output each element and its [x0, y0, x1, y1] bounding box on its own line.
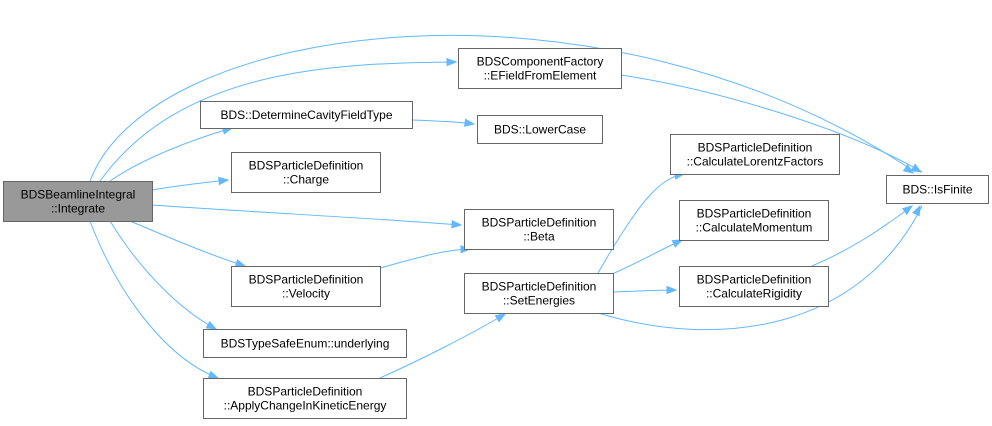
- node-box: [679, 200, 829, 241]
- node-label: BDS::LowerCase: [494, 123, 586, 137]
- node-label: BDS::DetermineCavityFieldType: [220, 108, 392, 122]
- call-edge: [597, 205, 923, 331]
- node-label: BDSParticleDefinition: [248, 385, 363, 399]
- node-box: [231, 152, 381, 193]
- node-label: BDSParticleDefinition: [482, 280, 597, 294]
- arrowhead: [671, 239, 684, 248]
- call-edge: [89, 220, 219, 379]
- node-rigidity[interactable]: BDSParticleDefinition::CalculateRigidity: [679, 266, 829, 307]
- call-edge: [109, 127, 233, 182]
- arrowhead: [207, 370, 220, 379]
- nodes: BDSBeamlineIntegral::Integrate BDSCompone…: [3, 48, 989, 419]
- node-label: ::Integrate: [51, 202, 105, 216]
- arrowhead: [910, 163, 923, 173]
- call-edge: [379, 313, 506, 379]
- node-cavity[interactable]: BDS::DetermineCavityFieldType: [200, 101, 413, 129]
- node-velocity[interactable]: BDSParticleDefinition::Velocity: [231, 266, 381, 307]
- arrowhead: [234, 259, 247, 268]
- node-box: [200, 101, 413, 129]
- node-box: [464, 273, 614, 314]
- node-box: [458, 48, 622, 89]
- arrowhead: [901, 205, 914, 216]
- node-label: ::CalculateLorentzFactors: [687, 155, 824, 169]
- node-label: ::CalculateRigidity: [706, 287, 802, 301]
- node-box: [477, 115, 603, 144]
- call-edge: [129, 220, 246, 267]
- node-box: [670, 134, 840, 175]
- call-edge: [609, 239, 683, 276]
- node-label: ::Beta: [523, 230, 555, 244]
- node-charge[interactable]: BDSParticleDefinition::Charge: [231, 152, 381, 193]
- edges: [89, 35, 923, 379]
- node-label: BDSTypeSafeEnum::underlying: [221, 337, 390, 351]
- node-box: [679, 266, 829, 307]
- arrowhead: [205, 320, 218, 330]
- node-box: [231, 266, 381, 307]
- arrowhead: [902, 164, 915, 174]
- call-edge: [151, 179, 229, 191]
- node-setenergies[interactable]: BDSParticleDefinition::SetEnergies: [464, 273, 614, 314]
- arrowhead: [463, 118, 476, 127]
- call-edge: [811, 205, 913, 267]
- node-beta[interactable]: BDSParticleDefinition::Beta: [464, 209, 614, 250]
- node-label: BDSBeamlineIntegral: [21, 188, 136, 202]
- call-edge: [89, 35, 916, 182]
- node-label: BDSParticleDefinition: [249, 159, 364, 173]
- node-label: ::Charge: [283, 173, 329, 187]
- node-label: ::EFieldFromElement: [484, 69, 597, 83]
- node-label: BDSComponentFactory: [477, 55, 604, 69]
- arrowhead: [666, 285, 678, 295]
- node-label: ::ApplyChangeInKineticEnergy: [224, 399, 387, 413]
- call-edge: [620, 74, 923, 173]
- arrowhead: [912, 204, 921, 217]
- node-label: BDSParticleDefinition: [482, 216, 597, 230]
- node-label: ::CalculateMomentum: [696, 221, 813, 235]
- node-label: BDSParticleDefinition: [698, 141, 813, 155]
- node-label: BDS::IsFinite: [902, 183, 972, 197]
- call-edge: [99, 61, 457, 182]
- node-label: BDSParticleDefinition: [249, 273, 364, 287]
- node-applyke[interactable]: BDSParticleDefinition::ApplyChangeInKine…: [203, 378, 407, 419]
- node-label: ::SetEnergies: [503, 294, 575, 308]
- node-box: [886, 175, 989, 204]
- node-box: [464, 209, 614, 250]
- node-lorentz[interactable]: BDSParticleDefinition::CalculateLorentzF…: [670, 134, 840, 175]
- arrowhead: [494, 313, 507, 323]
- node-efield[interactable]: BDSComponentFactory::EFieldFromElement: [458, 48, 622, 89]
- node-momentum[interactable]: BDSParticleDefinition::CalculateMomentum: [679, 200, 829, 241]
- node-box: [3, 181, 153, 222]
- call-edge: [109, 220, 217, 330]
- call-edge: [151, 204, 462, 226]
- node-isfinite[interactable]: BDS::IsFinite: [886, 175, 989, 204]
- arrowhead: [446, 57, 458, 67]
- node-box: [203, 329, 407, 358]
- arrowhead: [451, 220, 463, 229]
- node-box: [203, 378, 407, 419]
- node-integrate: BDSBeamlineIntegral::Integrate: [3, 181, 153, 222]
- call-edge: [379, 248, 471, 269]
- node-underlying[interactable]: BDSTypeSafeEnum::underlying: [203, 329, 407, 358]
- node-label: ::Velocity: [282, 287, 330, 301]
- node-lowercase[interactable]: BDS::LowerCase: [477, 115, 603, 144]
- node-label: BDSParticleDefinition: [697, 273, 812, 287]
- arrowhead: [218, 176, 230, 186]
- node-label: BDSParticleDefinition: [697, 207, 812, 221]
